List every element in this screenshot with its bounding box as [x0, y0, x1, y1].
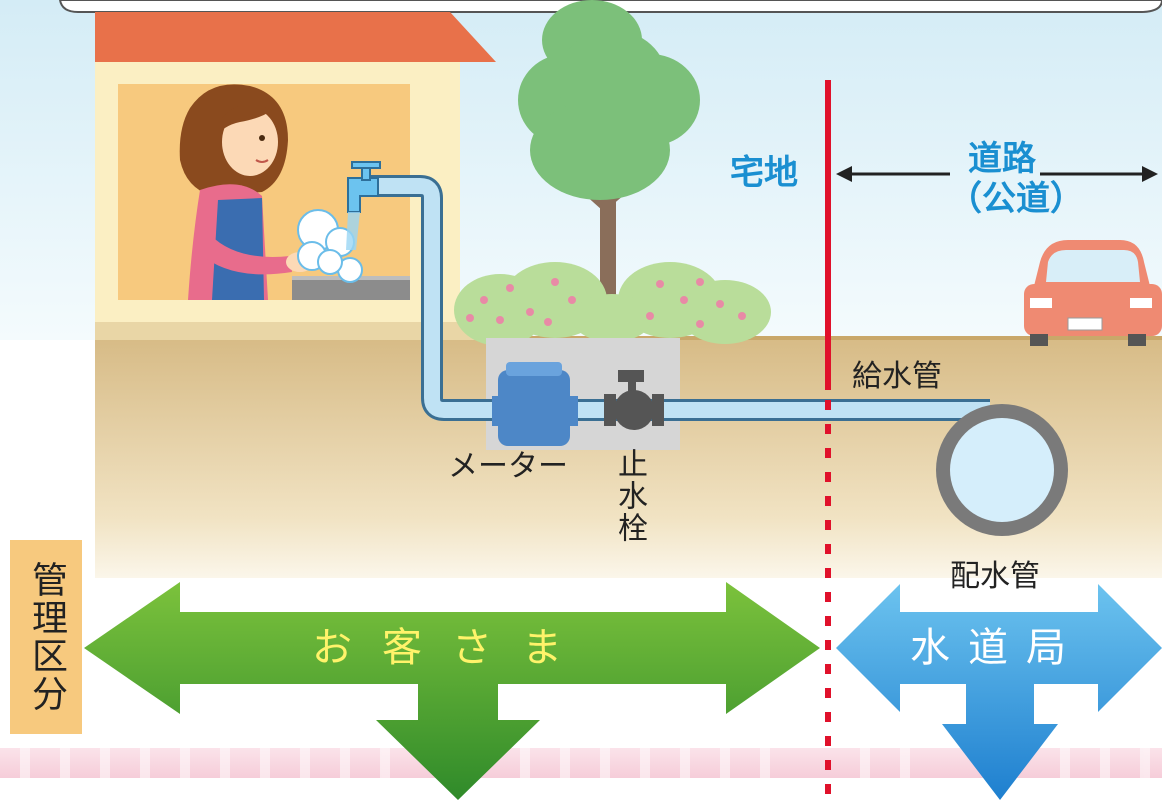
stop-valve [604, 370, 664, 430]
public-road-label: （公道） [948, 179, 1084, 219]
road-arrow-left [836, 166, 950, 182]
customer-arrow [84, 582, 820, 800]
stop-valve-label: 止水栓 [612, 448, 647, 544]
woman-figure [179, 84, 314, 300]
sink-counter [292, 278, 410, 300]
residential-label: 宅地 [730, 153, 798, 193]
pink-band-stripes [20, 748, 1150, 778]
water-bureau-label: 水道局 [910, 625, 1084, 671]
supply-pipe [370, 175, 990, 421]
meter-label: メーター [448, 449, 568, 484]
soap-foam [297, 209, 363, 283]
management-category-box: 管理区分 [10, 540, 82, 734]
distribution-pipe-label: 配水管 [950, 559, 1040, 594]
tree-canopy [518, 0, 700, 200]
tree-trunk [600, 180, 616, 320]
house-roof [95, 12, 496, 62]
house [95, 12, 496, 340]
distribution-pipe [936, 404, 1068, 536]
supply-pipe-label: 給水管 [852, 359, 942, 394]
water-meter [492, 362, 578, 446]
faucet [346, 161, 381, 250]
customer-label: お客さま [312, 625, 592, 671]
tree [518, 0, 700, 320]
bushes [454, 262, 771, 346]
car-icon [1024, 240, 1162, 346]
water-bureau-arrow [836, 584, 1162, 800]
management-category-label: 管理区分 [26, 561, 67, 713]
road-label: 道路 [968, 139, 1036, 179]
road-arrow-right [1040, 166, 1158, 182]
house-base [95, 322, 475, 340]
